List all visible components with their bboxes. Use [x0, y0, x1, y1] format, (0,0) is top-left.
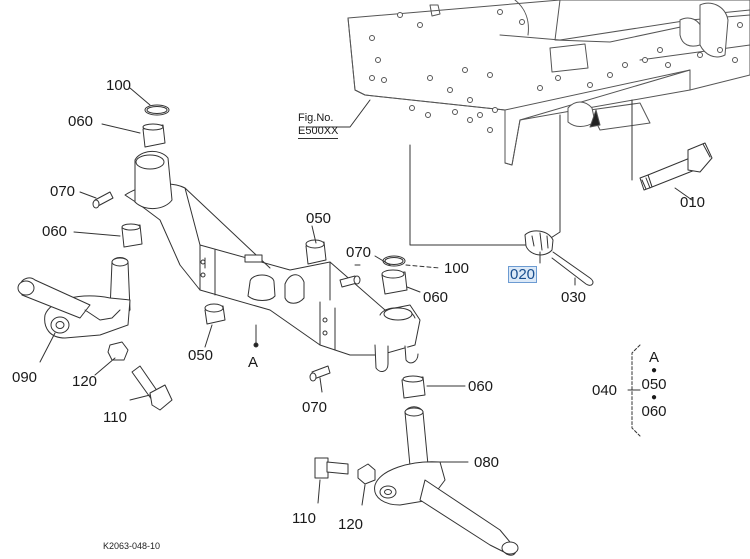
lock-nut-120 — [107, 341, 376, 485]
callout-label-070[interactable]: 070 — [346, 244, 372, 261]
view-a-dot — [253, 342, 259, 348]
callout-label-060[interactable]: 060 — [423, 289, 449, 306]
drawing-code: K2063-048-10 — [103, 541, 161, 551]
group-item-060: 060 — [641, 403, 667, 420]
fig-no-value: E500XX — [298, 125, 339, 140]
callout-label-100[interactable]: 100 — [106, 77, 132, 94]
callout-label-060[interactable]: 060 — [42, 223, 68, 240]
callout-label-090[interactable]: 090 — [12, 369, 38, 386]
callout-label-030[interactable]: 030 — [561, 289, 587, 306]
bushing-050 — [204, 239, 327, 325]
bushing-060 — [121, 123, 426, 399]
pivot-bolt-010 — [639, 142, 713, 191]
callout-label-060[interactable]: 060 — [468, 378, 494, 395]
castle-nut-020 — [524, 230, 554, 256]
callout-label-060[interactable]: 060 — [68, 113, 94, 130]
cotter-pin-030 — [551, 251, 594, 286]
group-separator-dot: ● — [650, 365, 658, 376]
group-separator-dot: ● — [650, 392, 658, 403]
callout-label-120[interactable]: 120 — [72, 373, 98, 390]
callout-label-080[interactable]: 080 — [474, 454, 500, 471]
steering-spindle-080 — [374, 406, 519, 556]
callout-label-120[interactable]: 120 — [338, 516, 364, 533]
callout-label-050[interactable]: 050 — [188, 347, 214, 364]
group-item-a: A — [648, 349, 659, 366]
bolt-110 — [131, 365, 349, 479]
callout-label-110[interactable]: 110 — [103, 409, 127, 426]
callout-label-050[interactable]: 050 — [306, 210, 332, 227]
group-item-050: 050 — [641, 376, 667, 393]
frame-outline-leader — [409, 114, 561, 246]
callout-leaders — [39, 87, 693, 506]
callout-label-070[interactable]: 070 — [302, 399, 328, 416]
view-marker-a: A — [248, 354, 259, 371]
callout-label-020-highlighted[interactable]: 020 — [508, 266, 538, 283]
steering-spindle-090 — [17, 257, 131, 339]
callout-label-100[interactable]: 100 — [444, 260, 470, 277]
fig-no-label: Fig.No. — [298, 112, 334, 124]
tractor-frame — [347, 0, 750, 166]
callout-label-010[interactable]: 010 — [680, 194, 706, 211]
front-axle-beam — [124, 151, 421, 372]
callout-label-070[interactable]: 070 — [50, 183, 76, 200]
group-label-040[interactable]: 040 — [592, 382, 618, 399]
figure-number-reference: Fig.No. E500XX — [298, 112, 339, 140]
grease-nipple-070 — [92, 191, 361, 382]
callout-label-110[interactable]: 110 — [292, 510, 316, 527]
group-legend-items: A ● 050 ● 060 — [638, 350, 670, 419]
